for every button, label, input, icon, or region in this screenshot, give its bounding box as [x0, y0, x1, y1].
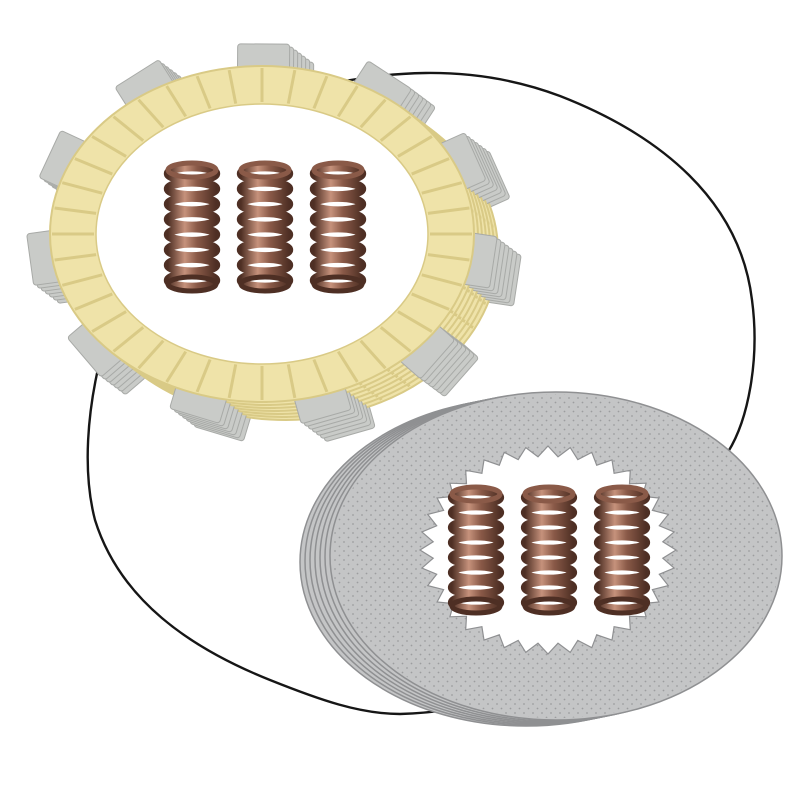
spring-end-top: [165, 160, 219, 180]
spring-end-top: [449, 484, 503, 504]
friction-pad-groove: [312, 75, 329, 110]
friction-pad-groove: [286, 69, 297, 104]
friction-pad-groove: [74, 157, 113, 176]
spring-end-bottom: [595, 596, 649, 616]
clutch-spring: [447, 484, 505, 616]
friction-pad-groove: [74, 292, 113, 311]
spring-end-bottom: [522, 596, 576, 616]
friction-pad-groove: [137, 98, 165, 129]
friction-pad-groove: [227, 69, 238, 104]
friction-pad-groove: [112, 326, 145, 353]
friction-pad-groove: [227, 364, 238, 399]
friction-pad-groove: [61, 273, 103, 287]
spring-set-top: [163, 160, 367, 294]
friction-pad-groove: [411, 292, 450, 311]
clutch-spring: [163, 160, 221, 294]
spring-end-top: [522, 484, 576, 504]
friction-pad-groove: [195, 75, 212, 110]
friction-pad-groove: [112, 115, 145, 142]
steel-plate: [329, 391, 783, 721]
friction-pad-groove: [397, 310, 433, 333]
clutch-spring: [309, 160, 367, 294]
clutch-spring: [593, 484, 651, 616]
friction-pad-groove: [397, 135, 433, 158]
spring-end-bottom: [311, 274, 365, 294]
spring-end-bottom: [238, 274, 292, 294]
friction-pad-groove: [54, 206, 97, 215]
friction-pad-groove: [195, 358, 212, 393]
spring-end-top: [311, 160, 365, 180]
friction-pad-groove: [421, 273, 463, 287]
friction-pad-groove: [427, 206, 470, 215]
friction-pad-groove: [91, 135, 127, 158]
friction-pad-groove: [165, 85, 187, 118]
friction-pad-groove: [165, 350, 187, 383]
clutch-spring: [520, 484, 578, 616]
friction-pad-groove: [411, 157, 450, 176]
spring-end-bottom: [165, 274, 219, 294]
spring-end-top: [238, 160, 292, 180]
friction-pad-groove: [379, 115, 412, 142]
spring-end-top: [595, 484, 649, 504]
spring-end-bottom: [449, 596, 503, 616]
steel-plate-stack: [299, 391, 783, 727]
clutch-spring: [236, 160, 294, 294]
friction-pad-groove: [427, 253, 470, 262]
spring-set-bottom: [447, 484, 651, 616]
friction-pad-groove: [337, 350, 359, 383]
friction-pad-groove: [54, 253, 97, 262]
friction-pad-groove: [359, 339, 387, 370]
friction-pad-groove: [421, 181, 463, 195]
friction-pad-groove: [61, 181, 103, 195]
friction-pad-groove: [379, 326, 412, 353]
friction-pad-groove: [91, 310, 127, 333]
friction-pad-groove: [286, 364, 297, 399]
friction-plate-hole: [95, 103, 429, 365]
friction-pad-groove: [312, 358, 329, 393]
friction-pad-groove: [137, 339, 165, 370]
friction-pad-groove: [359, 98, 387, 129]
friction-pad-groove: [337, 85, 359, 118]
